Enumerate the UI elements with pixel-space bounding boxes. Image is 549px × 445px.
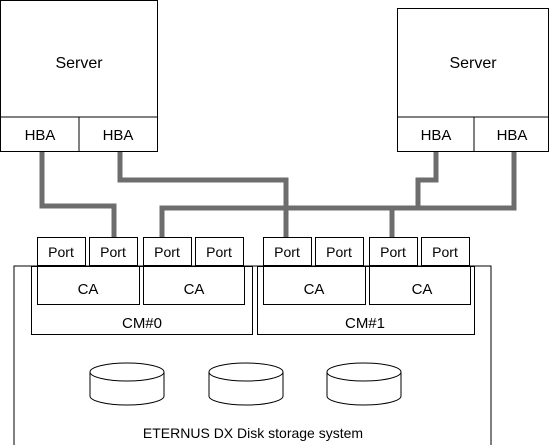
cm0-port-2-label: Port [100, 244, 126, 260]
disk-2 [208, 362, 284, 406]
cm0-port-4 [195, 237, 244, 266]
cm1-ca-1 [263, 266, 366, 305]
cm0-port-3-label: Port [154, 244, 180, 260]
server-right-label: Server [449, 55, 497, 72]
cm0-port-3 [143, 237, 192, 266]
cable-left-hba2-to-cm1-port1 [117, 152, 289, 237]
server-left-hba-2: HBA [103, 127, 134, 144]
cm1-ca-2 [369, 266, 471, 305]
cables [39, 152, 517, 237]
cable-left-hba1-to-cm0-port2 [39, 152, 117, 237]
server-left-hba-1: HBA [25, 127, 56, 144]
cm0-port-1 [37, 237, 86, 266]
storage-system-label: ETERNUS DX Disk storage system [143, 425, 363, 441]
disk-1-top [89, 362, 165, 382]
cm0-ca-1-label: CA [78, 281, 99, 298]
cm0-ca-2 [143, 266, 245, 305]
cm0-ca-1 [37, 266, 140, 305]
server-right-hba-1: HBA [421, 127, 452, 144]
cm1-port-4 [421, 237, 470, 266]
disk-3 [326, 362, 402, 406]
controller-module-0: CA CA CM#0 Port Port Port Port [31, 237, 253, 335]
server-right: Server HBA HBA [397, 8, 549, 152]
controller-module-1: CA CA CM#1 Port Port Port Port [257, 237, 475, 335]
server-left-label: Server [55, 55, 103, 72]
cm1-port-2-label: Port [326, 244, 352, 260]
cm1-port-2 [315, 237, 364, 266]
server-right-hba-2: HBA [497, 127, 528, 144]
cm0-ca-2-label: CA [184, 281, 205, 298]
disk-1 [89, 362, 165, 406]
cm1-ca-2-label: CA [412, 281, 433, 298]
cable-right-hba1-to-cm0-port3 [159, 152, 439, 237]
disk-3-top [326, 362, 402, 382]
server-left: Server HBA HBA [0, 0, 158, 152]
cable-right-hba2-to-cm1-port3 [389, 152, 517, 237]
cm1-port-1 [263, 237, 312, 266]
cm0-port-4-label: Port [206, 244, 232, 260]
disk-2-top [208, 362, 284, 382]
cm1-port-4-label: Port [432, 244, 458, 260]
cm0-port-2 [89, 237, 138, 266]
cm1-port-3 [369, 237, 418, 266]
cm1-port-1-label: Port [274, 244, 300, 260]
cm0-port-1-label: Port [48, 244, 74, 260]
cm1-ca-1-label: CA [304, 281, 325, 298]
cm0-label: CM#0 [122, 315, 162, 332]
cm1-port-3-label: Port [380, 244, 406, 260]
cm1-label: CM#1 [345, 315, 385, 332]
